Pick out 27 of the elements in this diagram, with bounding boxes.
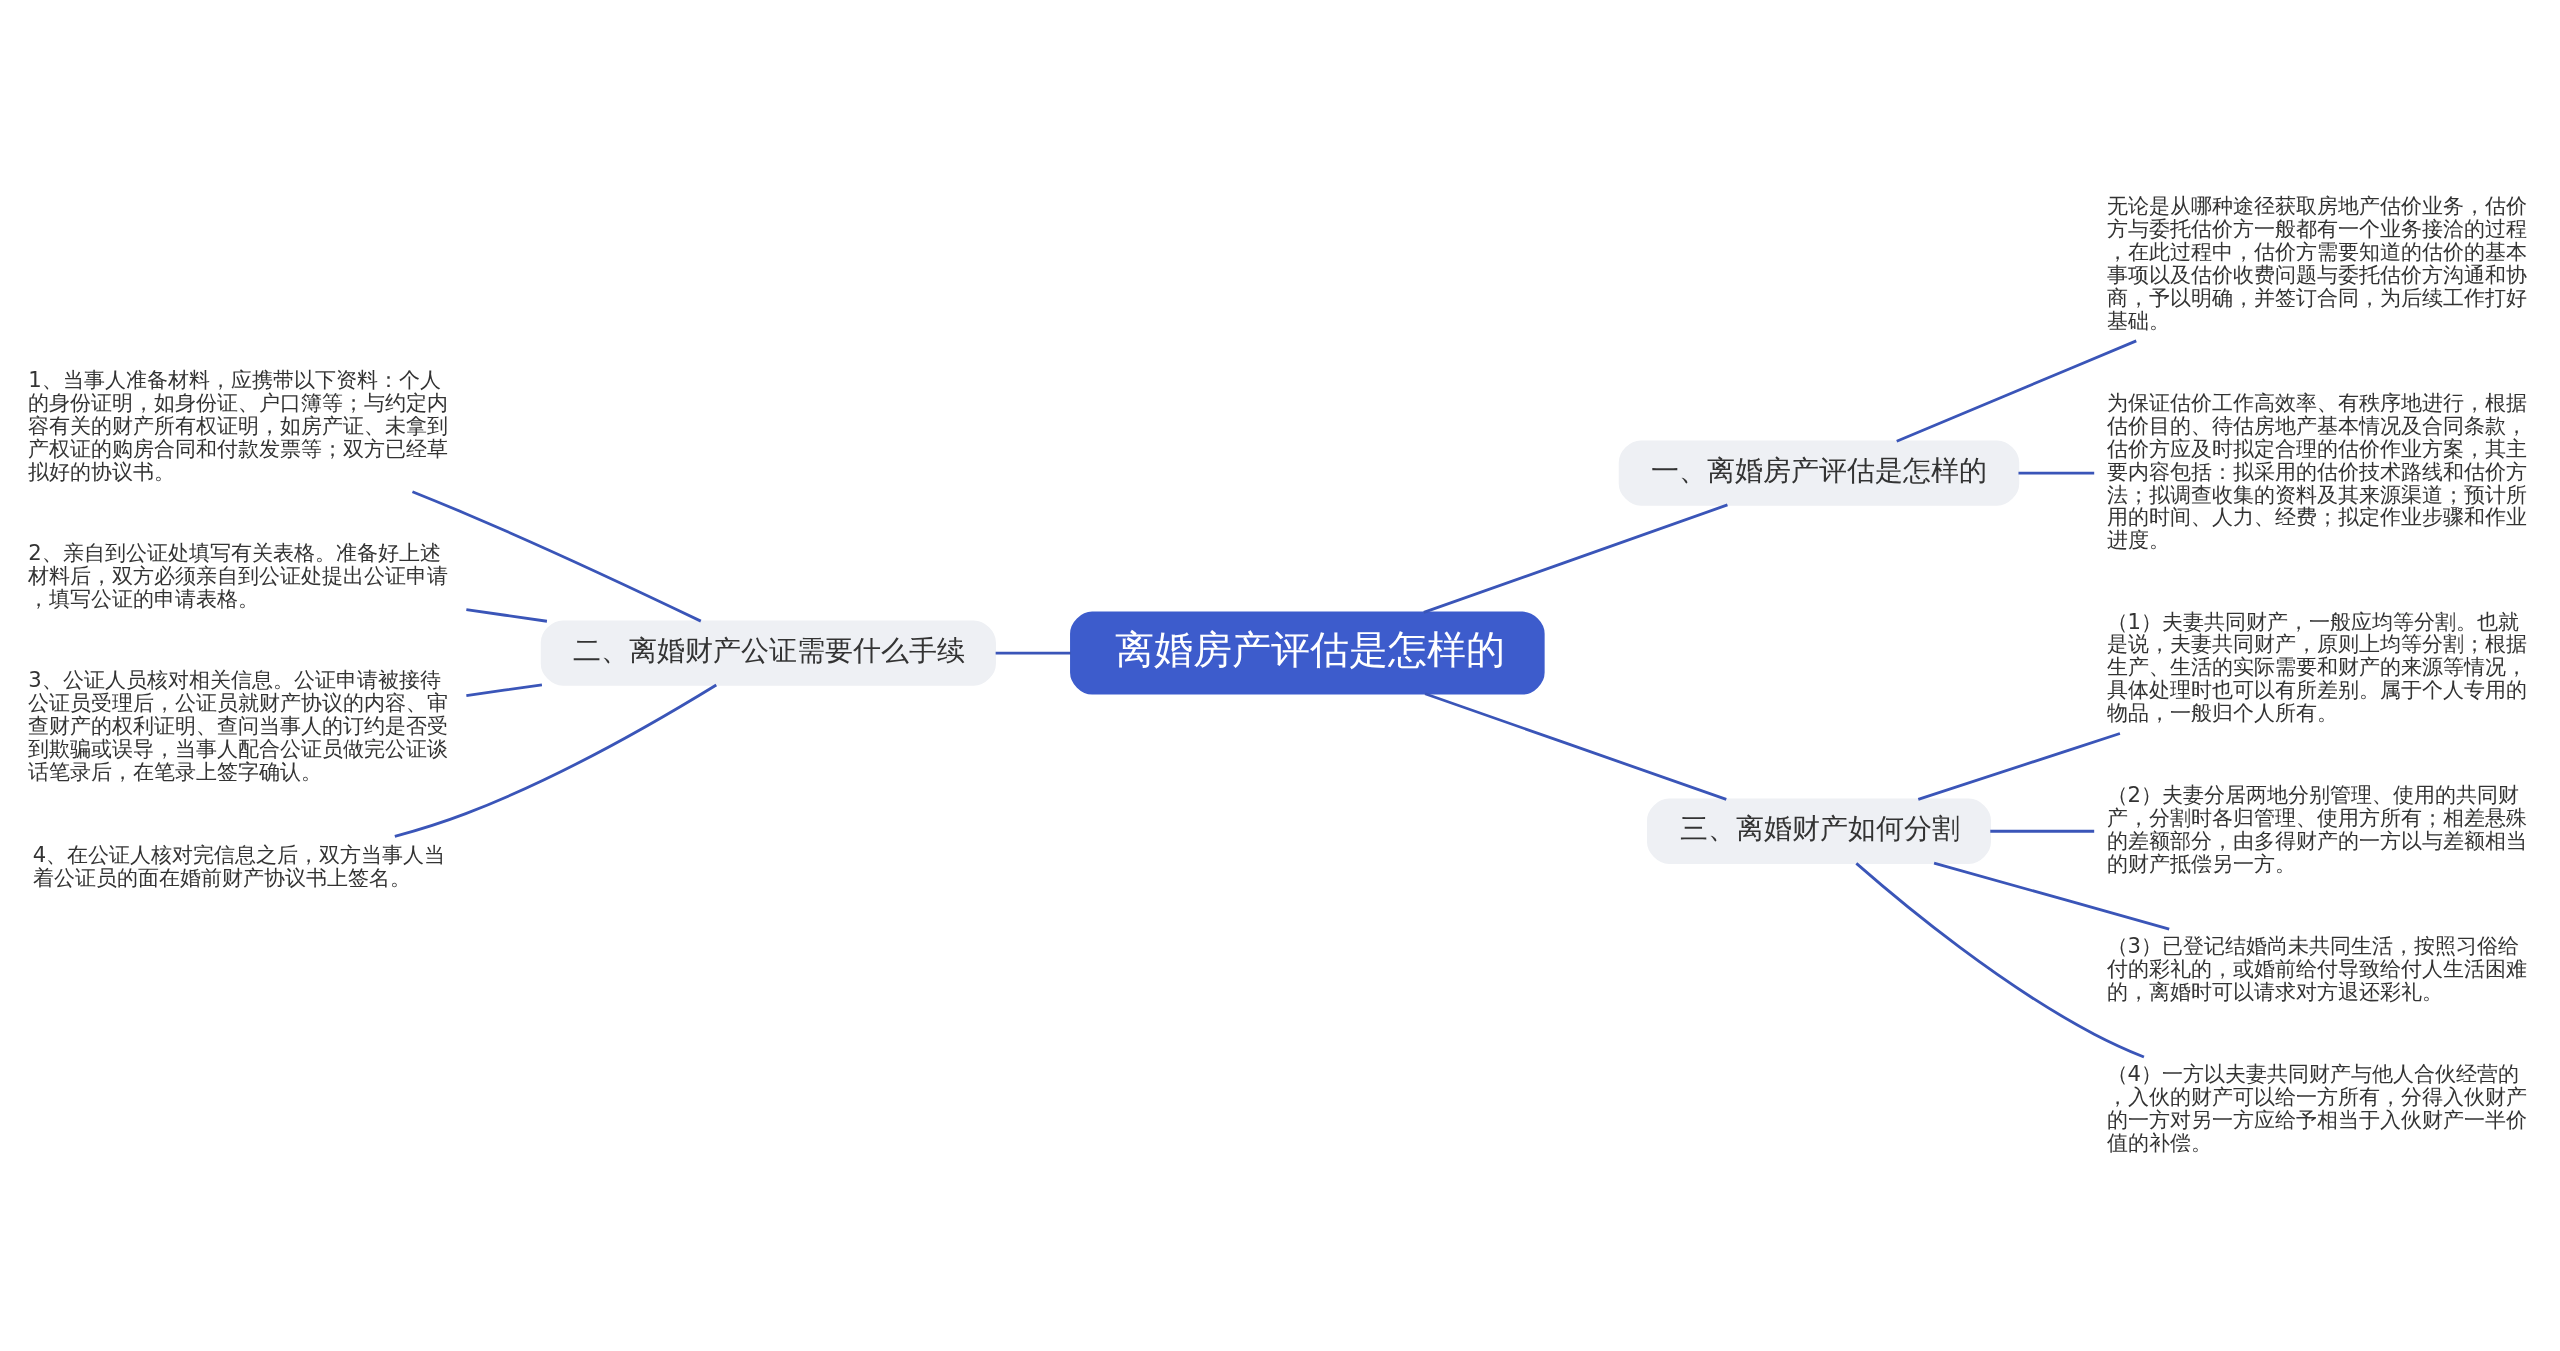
node-box: 一、离婚房产评估是怎样的 xyxy=(1618,439,2020,506)
node-text: （3）已登记结婚尚未共同生活，按照习俗给付的彩礼的，或婚前给付导致给付人生活困难的，离婚时可以请求对方退还彩礼。 xyxy=(2106,932,2527,1004)
node-text: （2）夫妻分居两地分别管理、使用的共同财产，分割时各归管理、使用方所有；相差悬殊的差额部分，由多得财产的一方以与差额相当的财产抵偿另一方。 xyxy=(2106,781,2527,876)
node-text: 4、在公证人核对完信息之后，双方当事人当着公证员的面在婚前财产协议书上签名。 xyxy=(32,841,446,890)
node-text: （1）夫妻共同财产，一般应均等分割。也就是说，夫妻共同财产，原则上均等分割；根据生产、生活的实际需要和财产的来源等情况，具体处理时也可以有所差别。属于个人专用的物品，一般归个人所有。 xyxy=(2106,608,2527,725)
node-box: 二、离婚财产公证需要什么手续 xyxy=(540,619,996,686)
connector xyxy=(1896,339,2137,443)
connector xyxy=(2018,471,2095,475)
node-text: 为保证估价工作高效率、有秩序地进行，根据估价目的、待估房地产基本情况及合同条款，估价方应及时拟定合理的估价作业方案，其主要内容包括：拟采用的估价技术路线和估价方法；拟调查收集的资料及其来源渠道；预计所用的时间、人力、经费；拟定作业步骤和作业进度。 xyxy=(2106,389,2527,552)
node-text: 1、当事人准备材料，应携带以下资料：个人的身份证明，如身份证、户口簿等；与约定内容有关的财产所有权证明，如房产证、未拿到产权证的购房合同和付款发票等；双方已经草拟好的协议书。 xyxy=(28,366,449,484)
node-box: 离婚房产评估是怎样的 xyxy=(1070,611,1545,694)
node-text: 无论是从哪种途径获取房地产估价业务，估价方与委托估价方一般都有一个业务接洽的过程，在此过程中，估价方需要知道的估价的基本事项以及估价收费问题与委托估价方沟通和协商，予以明确，并签订合同，为后续工作打好基础。 xyxy=(2106,192,2527,333)
connector xyxy=(1933,861,2170,930)
connector xyxy=(466,682,543,697)
node-text: （4）一方以夫妻共同财产与他人合伙经营的，入伙的财产可以给一方所有，分得入伙财产的一方对另一方应给予相当于入伙财产一半价值的补偿。 xyxy=(2106,1060,2527,1155)
connector xyxy=(1917,731,2121,801)
connector xyxy=(394,683,717,838)
connector xyxy=(1990,829,2095,833)
connector xyxy=(1855,861,2145,1058)
connector xyxy=(995,651,1071,654)
connector xyxy=(1424,691,1727,801)
connector xyxy=(1423,503,1728,614)
connector xyxy=(466,607,548,623)
connector xyxy=(411,489,702,622)
node-box: 三、离婚财产如何分割 xyxy=(1646,798,1991,864)
node-text: 2、亲自到公证处填写有关表格。准备好上述材料后，双方必须亲自到公证处提出公证申请，填写公证的申请表格。 xyxy=(28,539,449,611)
node-text: 3、公证人员核对相关信息。公证申请被接待公证员受理后，公证员就财产协议的内容、审查财产的权利证明、查问当事人的订约是否受到欺骗或误导，当事人配合公证员做完公证谈话笔录后，在笔录上签字确认。 xyxy=(28,666,449,784)
